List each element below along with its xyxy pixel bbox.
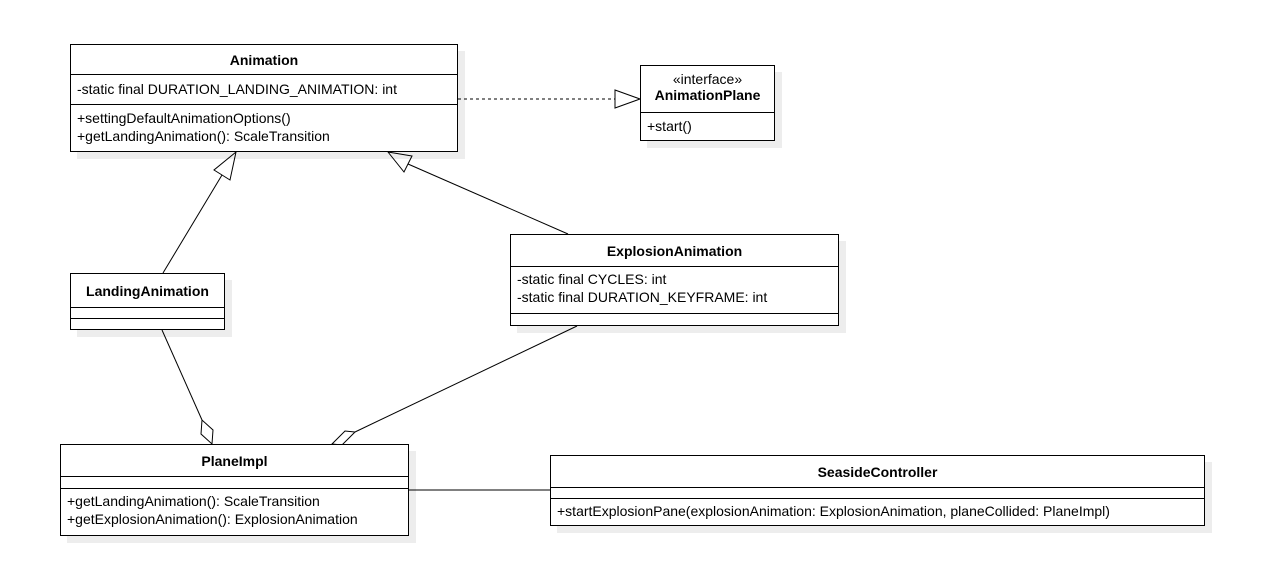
generalization-arrowhead (213, 150, 237, 181)
relation-explosion-animation-extends-animation (386, 151, 569, 235)
method: +startExplosionPane(explosionAnimation: … (557, 503, 1110, 519)
attributes-section (551, 488, 1204, 499)
aggregation-diamond (330, 430, 357, 446)
method: +settingDefaultAnimationOptions() (77, 110, 291, 126)
class-explosion-animation[interactable]: ExplosionAnimation -static final CYCLES:… (510, 234, 839, 326)
attributes-section: -static final CYCLES: int -static final … (511, 267, 838, 314)
interface-name: AnimationPlane (654, 87, 761, 103)
methods-section: +getLandingAnimation(): ScaleTransition … (61, 489, 408, 528)
relation-landing-animation-extends-animation (162, 150, 237, 274)
attribute: -static final CYCLES: int (517, 271, 667, 287)
attributes-section (61, 477, 408, 489)
methods-section: +settingDefaultAnimationOptions() +getLa… (71, 105, 457, 145)
method: +start() (647, 118, 692, 134)
methods-section (511, 314, 838, 325)
method: +getExplosionAnimation(): ExplosionAnima… (67, 511, 358, 527)
generalization-arrowhead (386, 151, 413, 173)
class-name: Animation (71, 45, 457, 75)
methods-section (71, 319, 224, 329)
interface-header: «interface» AnimationPlane (641, 66, 774, 113)
class-name: ExplosionAnimation (511, 235, 838, 267)
interface-animation-plane[interactable]: «interface» AnimationPlane +start() (640, 65, 775, 141)
realization-arrowhead (614, 89, 642, 109)
class-animation[interactable]: Animation -static final DURATION_LANDING… (70, 44, 458, 152)
class-name: LandingAnimation (71, 274, 224, 308)
relation-plane-impl-aggregates-explosion-animation (330, 325, 578, 446)
aggregation-diamond (200, 418, 214, 446)
attributes-section: -static final DURATION_LANDING_ANIMATION… (71, 75, 457, 105)
class-name: PlaneImpl (61, 445, 408, 477)
method: +getLandingAnimation(): ScaleTransition (67, 493, 320, 509)
class-seaside-controller[interactable]: SeasideController +startExplosionPane(ex… (550, 455, 1205, 526)
relation-animation-realizes-animation-plane (458, 89, 642, 109)
methods-section: +startExplosionPane(explosionAnimation: … (551, 499, 1204, 520)
stereotype-label: «interface» (672, 71, 743, 87)
attributes-section (71, 308, 224, 319)
method: +getLandingAnimation(): ScaleTransition (77, 128, 330, 144)
relation-plane-impl-aggregates-landing-animation (161, 329, 214, 446)
methods-section: +start() (641, 113, 774, 135)
class-plane-impl[interactable]: PlaneImpl +getLandingAnimation(): ScaleT… (60, 444, 409, 536)
attribute: -static final DURATION_KEYFRAME: int (517, 289, 768, 305)
class-name: SeasideController (551, 456, 1204, 488)
class-landing-animation[interactable]: LandingAnimation (70, 273, 225, 330)
attribute: -static final DURATION_LANDING_ANIMATION… (77, 81, 397, 97)
